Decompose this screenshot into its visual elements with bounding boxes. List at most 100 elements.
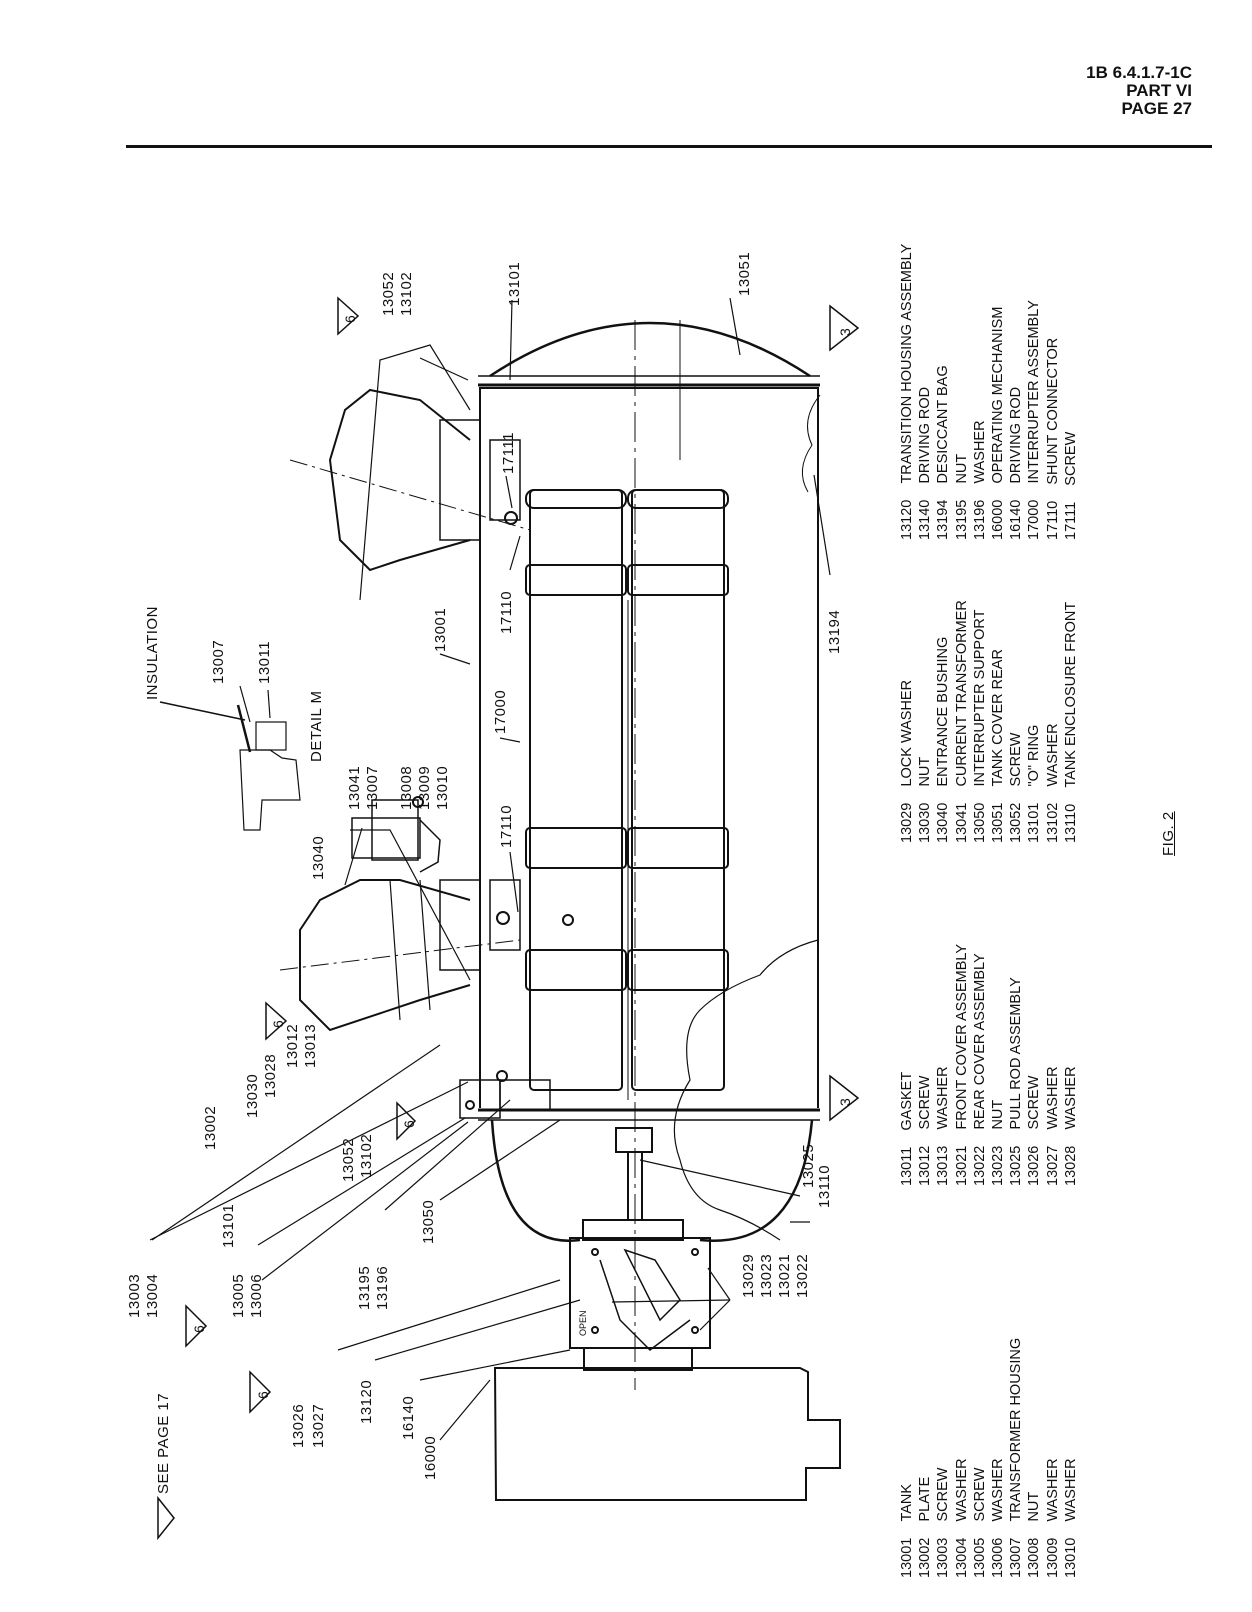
parts-list-col1: 13001 TANK 13002 PLATE 13003 SCREW 13004…: [898, 1338, 1080, 1578]
callout-13052-left: 13052: [340, 1137, 357, 1182]
callout-13194: 13194: [826, 609, 843, 654]
callout-13013: 13013: [302, 1023, 319, 1068]
see-page-legend: SEE PAGE 17: [155, 1392, 172, 1494]
callout-16000: 16000: [422, 1435, 439, 1480]
note-number-6a: 6: [255, 1390, 271, 1399]
parts-row: 16140 DRIVING ROD: [1008, 386, 1025, 540]
callout-17000: 17000: [492, 689, 509, 734]
parts-list-col4: 13120 TRANSITION HOUSING ASSEMBLY 13140 …: [898, 244, 1080, 540]
parts-row: 13041 CURRENT TRANSFORMER: [953, 600, 970, 843]
callout-13030: 13030: [244, 1073, 261, 1118]
note-number-3b: 3: [837, 327, 853, 336]
parts-row: 13002 PLATE: [917, 1476, 934, 1578]
callout-13007-detail: 13007: [364, 765, 381, 810]
callout-13021: 13021: [776, 1253, 793, 1298]
note-number-3a: 3: [837, 1097, 853, 1106]
parts-row: 13008 NUT: [1026, 1491, 1043, 1578]
parts-row: 13010 WASHER: [1062, 1458, 1079, 1578]
parts-row: 13023 NUT: [989, 1099, 1006, 1186]
parts-row: 13003 SCREW: [935, 1467, 952, 1578]
insulation-label: INSULATION: [144, 606, 161, 700]
parts-row: 13029 LOCK WASHER: [899, 679, 915, 843]
page-header: 1B 6.4.1.7-1C PART VI PAGE 27: [1086, 64, 1192, 118]
callout-13005: 13005: [230, 1273, 247, 1318]
parts-row: 13052 SCREW: [1008, 732, 1025, 843]
entrance-bushing-right: [289, 344, 531, 601]
callout-13195: 13195: [356, 1265, 373, 1310]
parts-row: 13030 NUT: [917, 756, 934, 843]
callout-17111: 17111: [500, 432, 517, 474]
note-number-6b: 6: [191, 1324, 207, 1333]
parts-row: 13004 WASHER: [953, 1458, 970, 1578]
parts-row: 13007 TRANSFORMER HOUSING: [1008, 1337, 1025, 1578]
parts-row: 13011 GASKET: [899, 1071, 915, 1186]
parts-row: 13027 WASHER: [1044, 1066, 1061, 1186]
parts-row: 13196 WASHER: [971, 420, 988, 540]
parts-row: 13012 SCREW: [917, 1075, 934, 1186]
callout-13029: 13029: [740, 1253, 757, 1298]
detail-m-label: DETAIL M: [308, 690, 325, 762]
parts-list-col2: 13011 GASKET 13012 SCREW 13013 WASHER 13…: [898, 944, 1080, 1186]
callout-13004: 13004: [144, 1273, 161, 1318]
note-triangle-6e: [337, 296, 360, 336]
interrupter-right: [631, 489, 725, 1091]
callout-13007-insulation: 13007: [210, 639, 227, 684]
parts-row: 13021 FRONT COVER ASSEMBLY: [953, 943, 970, 1186]
parts-row: 13195 NUT: [953, 453, 970, 540]
parts-row: 13022 REAR COVER ASSEMBLY: [971, 953, 988, 1186]
callout-13022: 13022: [794, 1253, 811, 1298]
parts-row: 13040 ENTRANCE BUSHING: [935, 636, 952, 843]
parts-row: 13009 WASHER: [1044, 1458, 1061, 1578]
page-number: PAGE 27: [1121, 99, 1192, 118]
callout-17110-left: 17110: [498, 804, 515, 848]
part-label: PART VI: [1126, 81, 1192, 100]
parts-row: 13005 SCREW: [971, 1467, 988, 1578]
callout-13011: 13011: [256, 640, 273, 684]
document-id: 1B 6.4.1.7-1C: [1086, 63, 1192, 82]
callout-13027: 13027: [310, 1403, 327, 1448]
callout-13120: 13120: [358, 1379, 375, 1424]
callout-13101-right: 13101: [506, 261, 523, 306]
tank-body: [479, 387, 819, 1108]
callout-17110-right: 17110: [498, 590, 515, 634]
parts-row: 13102 WASHER: [1044, 723, 1061, 843]
callout-13002: 13002: [202, 1105, 219, 1150]
callout-13003: 13003: [126, 1273, 143, 1318]
callout-13025: 13025: [800, 1143, 817, 1188]
transition-housing: [582, 1219, 684, 1241]
parts-row: 17110 SHUNT CONNECTOR: [1044, 337, 1061, 540]
parts-row: 13013 WASHER: [935, 1066, 952, 1186]
callout-13012: 13012: [284, 1023, 301, 1068]
callout-13101-left: 13101: [220, 1203, 237, 1248]
note-number-6e: 6: [342, 314, 358, 323]
parts-row: 17000 INTERRUPTER ASSEMBLY: [1026, 300, 1043, 540]
note-triangle-6a: [249, 1370, 272, 1414]
front-tank-dome: [490, 1119, 814, 1242]
header-rule: [126, 145, 1212, 148]
callout-13023: 13023: [758, 1253, 775, 1298]
callout-13009: 13009: [416, 765, 433, 810]
callout-16140: 16140: [400, 1395, 417, 1440]
parts-row: 13025 PULL ROD ASSEMBLY: [1008, 977, 1025, 1186]
parts-row: 13001 TANK: [899, 1483, 915, 1578]
parts-list-col3: 13029 LOCK WASHER 13030 NUT 13040 ENTRAN…: [898, 600, 1080, 843]
callout-13006: 13006: [248, 1273, 265, 1318]
parts-row: 13051 TANK COVER REAR: [989, 649, 1006, 843]
note-triangle-6d: [265, 1001, 288, 1041]
parts-row: 13120 TRANSITION HOUSING ASSEMBLY: [899, 243, 915, 540]
callout-13028: 13028: [262, 1053, 279, 1098]
note-triangle-6c: [396, 1101, 417, 1141]
figure-label: FIG. 2: [1160, 811, 1177, 856]
callout-13051: 13051: [736, 251, 753, 296]
note-number-6c: 6: [401, 1119, 417, 1128]
callout-13102-right: 13102: [398, 271, 415, 316]
parts-row: 13050 INTERRUPTER SUPPORT: [971, 609, 988, 843]
parts-row: 13026 SCREW: [1026, 1075, 1043, 1186]
parts-row: 17111 SCREW: [1062, 431, 1079, 540]
parts-row: 13006 WASHER: [989, 1458, 1006, 1578]
operating-mechanism: [493, 1367, 841, 1501]
note-triangle-3a: [829, 1074, 860, 1122]
callout-13026: 13026: [290, 1403, 307, 1448]
callout-13050: 13050: [420, 1199, 437, 1244]
